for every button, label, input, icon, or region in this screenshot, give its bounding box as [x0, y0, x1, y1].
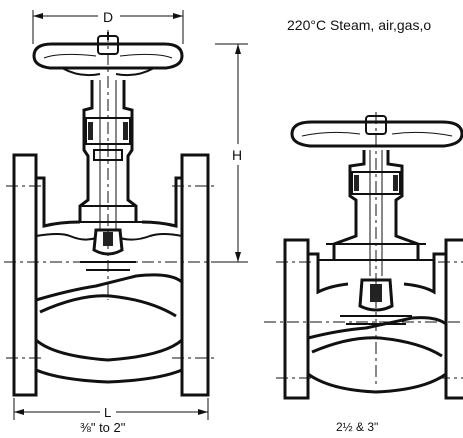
dimension-h: H [215, 43, 248, 263]
header-text: 220°C Steam, air,gas,o [287, 17, 431, 33]
dimension-l: L [13, 398, 209, 420]
globe-valve-large [264, 112, 463, 400]
dimension-d: D [32, 9, 184, 44]
bonnet [74, 80, 142, 230]
handwheel-large [290, 115, 463, 148]
valve-body-large [264, 238, 463, 400]
dimension-l-label: L [104, 405, 111, 420]
dimension-d-label: D [103, 9, 113, 25]
dimension-h-label: H [232, 147, 242, 163]
caption-left: ⅜" to 2" [80, 420, 126, 435]
globe-valve-small: D H L [4, 9, 248, 420]
valve-body [4, 153, 220, 397]
caption-right: 2½ & 3" [336, 420, 378, 434]
bonnet-large [318, 150, 434, 276]
